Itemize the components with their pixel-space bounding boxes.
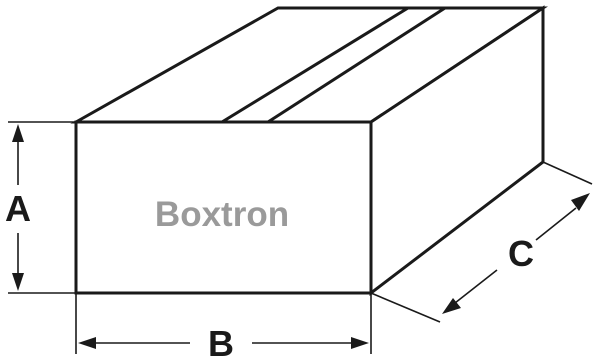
dimension-b: B	[75, 293, 372, 359]
arrowhead-b-left	[78, 337, 96, 349]
dimension-line-c-upper	[535, 207, 577, 241]
dimension-label-c: C	[508, 233, 534, 274]
dimension-line-c-lower	[454, 269, 498, 304]
dimension-label-b: B	[208, 323, 234, 359]
arrowhead-a-up	[12, 124, 24, 142]
arrowhead-b-right	[351, 337, 369, 349]
tape-seam-right	[267, 6, 446, 124]
dimension-a: A	[5, 121, 76, 294]
arrowhead-c-lower	[442, 298, 461, 314]
box-drawing	[70, 5, 548, 297]
dimension-label-a: A	[5, 188, 31, 229]
extension-line-c-back	[542, 161, 593, 185]
arrowhead-c-upper	[571, 193, 590, 211]
brand-label: Boxtron	[155, 195, 289, 234]
dimension-c: C	[370, 161, 593, 323]
tape-seam-left	[221, 6, 409, 124]
arrowhead-a-down	[12, 273, 24, 291]
extension-line-c-front	[370, 292, 441, 323]
box-front-face	[74, 120, 373, 295]
